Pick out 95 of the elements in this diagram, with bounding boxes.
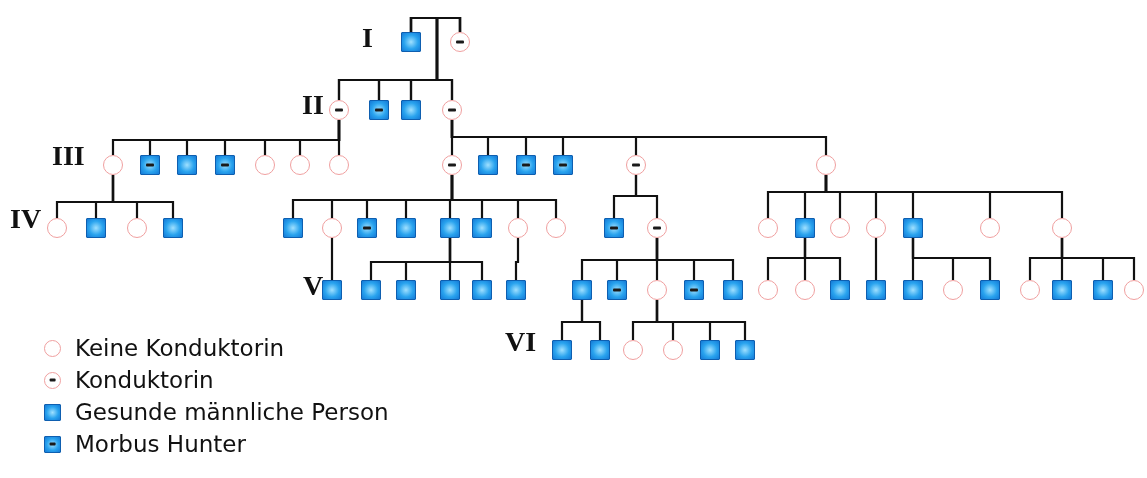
female-circle (980, 218, 1000, 238)
male-square (572, 280, 592, 300)
affected-male-square (516, 155, 536, 175)
female-circle (663, 340, 683, 360)
female-circle (830, 218, 850, 238)
descent-line (435, 16, 462, 100)
male-square (903, 280, 923, 300)
legend-text: Konduktorin (75, 367, 214, 393)
descent-line (803, 238, 842, 280)
descent-line (450, 175, 558, 218)
male-square (735, 340, 755, 360)
male-square (590, 340, 610, 360)
generation-label: IV (10, 205, 42, 233)
descent-line (330, 238, 334, 280)
descent-line (580, 300, 602, 340)
descent-line (514, 238, 520, 280)
descent-line (634, 175, 659, 218)
male-square (163, 218, 183, 238)
female-circle (127, 218, 147, 238)
descent-line (1060, 238, 1136, 280)
male-square (401, 32, 421, 52)
carrier-female-circle (442, 155, 462, 175)
male-square (322, 280, 342, 300)
female-circle (47, 218, 67, 238)
male-square (1052, 280, 1072, 300)
male-square (980, 280, 1000, 300)
generation-label: III (52, 142, 85, 170)
generation-label: II (302, 91, 324, 119)
male-square (472, 280, 492, 300)
female-circle (1020, 280, 1040, 300)
female-circle (322, 218, 342, 238)
female-circle (290, 155, 310, 175)
female-circle (647, 280, 667, 300)
carrier-female-circle (626, 155, 646, 175)
generation-label: I (362, 24, 373, 52)
affected-male-square (369, 100, 389, 120)
carrier-female-circle (450, 32, 470, 52)
affected-male-square (553, 155, 573, 175)
female-circle (795, 280, 815, 300)
descent-line (874, 238, 878, 280)
female-circle (546, 218, 566, 238)
male-square (506, 280, 526, 300)
descent-line (911, 238, 992, 280)
generation-label: V (303, 272, 324, 300)
female-circle (103, 155, 123, 175)
affected-male-square (607, 280, 627, 300)
affected-male-square (140, 155, 160, 175)
male-square (866, 280, 886, 300)
affected-male-square (604, 218, 624, 238)
male-square (440, 218, 460, 238)
affected-male-square (215, 155, 235, 175)
descent-line (448, 238, 484, 280)
male-square (361, 280, 381, 300)
male-square (396, 218, 416, 238)
male-square (472, 218, 492, 238)
descent-line (655, 238, 735, 280)
descent-line (450, 120, 828, 155)
affected-male-square (684, 280, 704, 300)
legend-text: Morbus Hunter (75, 431, 246, 457)
female-circle (623, 340, 643, 360)
male-square (283, 218, 303, 238)
female-circle (255, 155, 275, 175)
descent-line (655, 300, 747, 340)
male-square (478, 155, 498, 175)
female-circle (1052, 218, 1072, 238)
male-square (552, 340, 572, 360)
generation-label: VI (505, 328, 537, 356)
male-square (700, 340, 720, 360)
carrier-female-circle (442, 100, 462, 120)
female-circle (758, 280, 778, 300)
legend-text: Keine Konduktorin (75, 335, 285, 361)
female-circle (329, 155, 349, 175)
male-square (1093, 280, 1113, 300)
female-circle (943, 280, 963, 300)
male-square (723, 280, 743, 300)
female-circle (866, 218, 886, 238)
female-circle (816, 155, 836, 175)
female-circle (508, 218, 528, 238)
male-square (903, 218, 923, 238)
male-square (86, 218, 106, 238)
male-square (401, 100, 421, 120)
carrier-female-circle (329, 100, 349, 120)
female-circle (758, 218, 778, 238)
legend-text: Gesunde männliche Person (75, 399, 389, 425)
descent-line (337, 120, 341, 155)
male-square (396, 280, 416, 300)
affected-male-square (357, 218, 377, 238)
male-square (440, 280, 460, 300)
descent-line (111, 175, 175, 218)
male-square (830, 280, 850, 300)
carrier-female-circle (647, 218, 667, 238)
female-circle (1124, 280, 1144, 300)
descent-line (824, 175, 1064, 218)
male-square (795, 218, 815, 238)
male-square (177, 155, 197, 175)
